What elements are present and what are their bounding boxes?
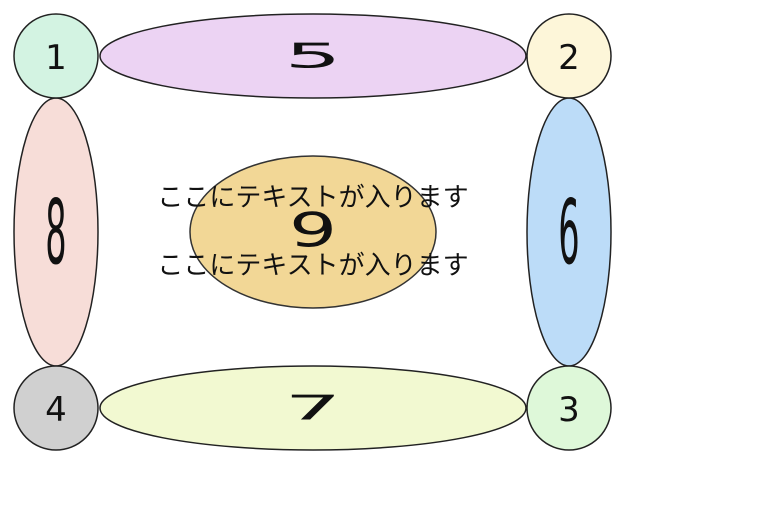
edge-7-label: 7 <box>284 388 341 427</box>
edge-7: 7 <box>99 365 527 451</box>
corner-2-label: 2 <box>558 38 580 78</box>
edge-6: 6 <box>526 97 612 367</box>
corner-3: 3 <box>526 365 612 451</box>
center-shape <box>189 155 437 309</box>
edge-8-label: 8 <box>45 180 66 285</box>
corner-2-shape <box>526 13 612 99</box>
corner-3-label: 3 <box>558 390 580 430</box>
edge-8: 8 <box>13 97 99 367</box>
edge-5-shape <box>99 13 527 99</box>
edge-6-label: 6 <box>558 180 579 285</box>
corner-4: 4 <box>13 365 99 451</box>
center-label: 9 <box>289 202 337 258</box>
corner-1-label: 1 <box>45 38 67 78</box>
caption-text-1: ここにテキストが入ります <box>157 183 468 213</box>
corner-4-label: 4 <box>45 390 67 430</box>
caption-text-2: ここにテキストが入ります <box>157 251 468 281</box>
corner-1-shape <box>13 13 99 99</box>
corner-2: 2 <box>526 13 612 99</box>
edge-5: 5 <box>99 13 527 99</box>
corner-4-shape <box>13 365 99 451</box>
edge-7-shape <box>99 365 527 451</box>
corner-1: 1 <box>13 13 99 99</box>
center-node: 9 <box>189 155 437 309</box>
corner-3-shape <box>526 365 612 451</box>
edge-5-label: 5 <box>284 36 341 75</box>
